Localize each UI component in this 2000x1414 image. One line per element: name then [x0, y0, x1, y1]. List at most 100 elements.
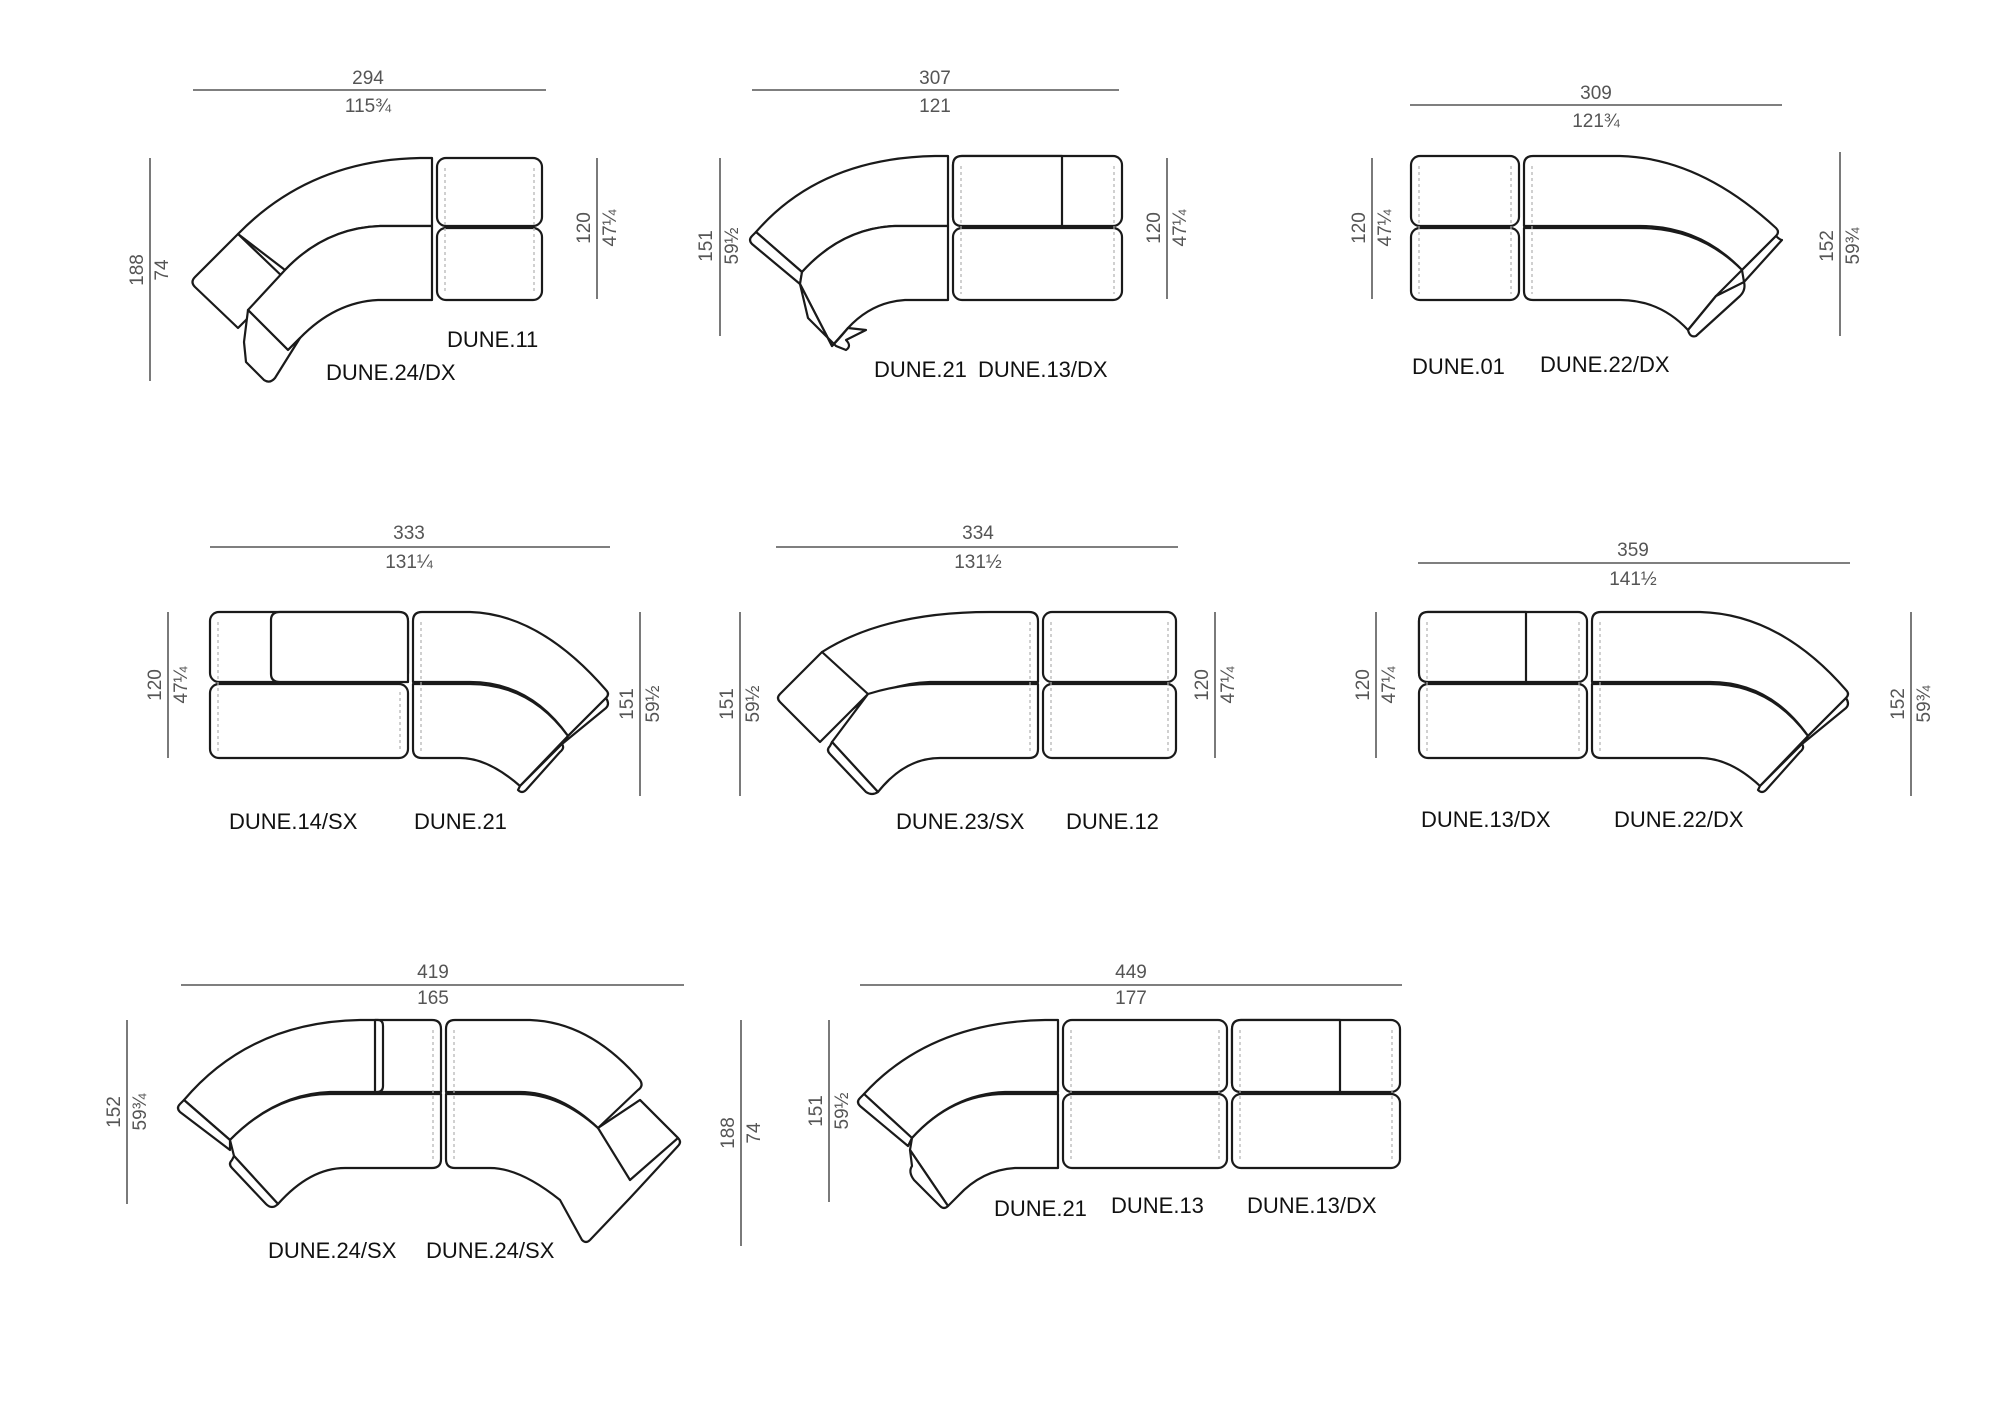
config-4-left-cm: 120	[145, 669, 166, 701]
module-arm	[776, 650, 870, 744]
config-8-label-1: DUNE.21	[994, 1196, 1087, 1221]
config-4-right-in: 59½	[643, 685, 664, 722]
config-4-left-in: 47¼	[171, 665, 192, 703]
config-6-right-in: 59¾	[1914, 684, 1935, 722]
config-2-label-1: DUNE.21	[874, 357, 967, 382]
config-7-right-in: 74	[744, 1122, 765, 1144]
module-middle-seat	[1061, 1092, 1229, 1170]
module-cushion	[951, 154, 1064, 228]
module-left-curved-front	[228, 1154, 280, 1209]
module-curved-back	[1590, 610, 1850, 738]
module-curved-seat	[798, 224, 950, 348]
config-1-left-cm: 188	[127, 254, 148, 286]
config-6-right-cm: 152	[1888, 688, 1909, 720]
config-7-label-2: DUNE.24/SX	[426, 1238, 555, 1263]
config-6-left-cm: 120	[1353, 669, 1374, 701]
config-5: 334 131½ 151 59½ 120 47¼ DUNE.23/SX DUNE…	[717, 523, 1239, 834]
config-2-left-cm: 151	[696, 230, 717, 262]
config-2-left-in: 59½	[722, 227, 743, 264]
module-curved-front	[826, 740, 880, 796]
module-arm	[1740, 234, 1784, 284]
module-left-curved-seat	[228, 1092, 443, 1206]
config-3-label-1: DUNE.01	[1412, 354, 1505, 379]
config-5-left-cm: 151	[717, 688, 738, 720]
config-8-width-cm: 449	[1115, 962, 1147, 983]
config-8-sofa	[856, 1018, 1402, 1210]
module-curved-seat	[908, 1092, 1060, 1208]
config-6: 359 141½ 120 47¼ 152 59¾ DUNE.13/DX DUNE…	[1353, 540, 1935, 832]
module-right-arm	[596, 1098, 680, 1182]
config-3-right-cm: 152	[1817, 230, 1838, 262]
config-5-sofa	[776, 610, 1178, 796]
config-8: 449 177 151 59½ DUNE.21 DUNE.13 DUNE.13/…	[806, 962, 1402, 1221]
config-8-left-in: 59½	[832, 1092, 853, 1129]
config-7-width-in: 165	[417, 988, 449, 1009]
config-3-label-2: DUNE.22/DX	[1540, 352, 1670, 377]
module-arm	[748, 230, 804, 286]
config-7-width-cm: 419	[417, 962, 449, 983]
module-left-arm	[176, 1098, 232, 1152]
module-curved-seat	[1590, 682, 1810, 788]
config-7-left-in: 59¾	[130, 1092, 151, 1130]
config-6-width-cm: 359	[1617, 540, 1649, 561]
module-curved-front	[242, 308, 302, 383]
config-6-label-2: DUNE.22/DX	[1614, 807, 1744, 832]
config-5-right-cm: 120	[1192, 669, 1213, 701]
module-arm	[856, 1092, 914, 1148]
config-2-sofa	[748, 154, 1124, 352]
config-5-width-cm: 334	[962, 523, 994, 544]
module-seat	[1417, 682, 1589, 760]
config-1-right-cm: 120	[574, 212, 595, 244]
config-7-left-cm: 152	[104, 1096, 125, 1128]
module-backrest-angle	[191, 232, 288, 330]
config-1-right-in: 47¼	[600, 208, 621, 246]
module-cushion	[1417, 610, 1528, 684]
config-8-left-cm: 151	[806, 1095, 827, 1127]
config-4-right-cm: 151	[617, 688, 638, 720]
config-3-width-in: 121¾	[1572, 111, 1621, 132]
module-curved-back	[411, 610, 610, 738]
config-1-label-1: DUNE.11	[447, 327, 538, 352]
module-middle-back	[1061, 1018, 1229, 1094]
config-7-right-cm: 188	[718, 1117, 739, 1149]
config-3-left-cm: 120	[1349, 212, 1370, 244]
config-2-width-in: 121	[919, 96, 951, 117]
module-curved-seat	[1522, 226, 1744, 332]
config-5-left-in: 59½	[743, 685, 764, 722]
config-2-width-cm: 307	[919, 68, 951, 89]
config-8-label-2: DUNE.13	[1111, 1193, 1204, 1218]
config-7-sofa	[176, 1018, 682, 1244]
module-curved-seat	[411, 682, 570, 788]
config-1-width-in: 115¾	[345, 96, 392, 117]
module-straight-seat	[1041, 682, 1178, 760]
module-curved-front	[798, 282, 868, 352]
config-3-sofa	[1409, 154, 1784, 338]
module-arm	[560, 696, 610, 746]
config-1-width-cm: 294	[352, 68, 384, 89]
config-2: 307 121 151 59½ 120 47¼ DUNE.21 DUNE.13/…	[696, 68, 1191, 382]
config-5-width-in: 131½	[954, 552, 1002, 573]
module-curved-seat	[830, 682, 1040, 794]
config-5-label-1: DUNE.23/SX	[896, 809, 1025, 834]
module-end-cushion	[1230, 1018, 1342, 1094]
module-curved-front	[516, 742, 565, 794]
config-4-label-1: DUNE.14/SX	[229, 809, 358, 834]
module-arm	[1800, 696, 1850, 746]
config-4-label-2: DUNE.21	[414, 809, 507, 834]
module-armless-seat	[1409, 226, 1521, 302]
config-8-width-in: 177	[1115, 988, 1147, 1009]
config-5-label-2: DUNE.12	[1066, 809, 1159, 834]
module-armless-back	[1409, 154, 1521, 228]
config-3-right-in: 59¾	[1843, 226, 1864, 264]
module-end-seat	[1230, 1092, 1402, 1170]
config-1-sofa	[191, 156, 544, 383]
module-straight-back	[435, 156, 544, 228]
config-4-width-cm: 333	[393, 523, 425, 544]
config-6-left-in: 47¼	[1379, 665, 1400, 703]
module-straight-back	[1041, 610, 1178, 684]
module-curved-seat	[246, 224, 434, 352]
config-1-label-2: DUNE.24/DX	[326, 360, 456, 385]
config-5-right-in: 47¼	[1218, 665, 1239, 703]
module-straight-seat	[951, 226, 1124, 302]
module-curved-front	[908, 1148, 950, 1210]
